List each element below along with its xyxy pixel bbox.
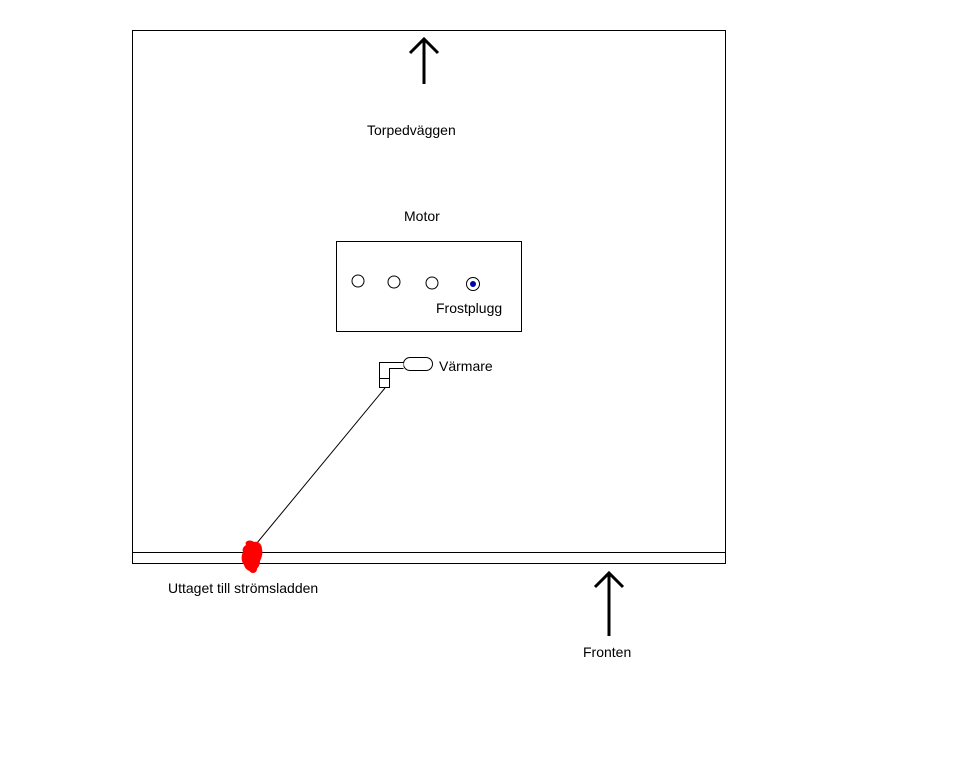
front-label: Fronten [583, 644, 632, 660]
freeze-plug-2 [387, 275, 401, 289]
firewall-label: Torpedväggen [367, 122, 456, 138]
freeze-plug-3 [425, 276, 439, 290]
freeze-plug-marker [470, 281, 476, 287]
engine-label: Motor [404, 208, 440, 224]
power-cord [251, 387, 386, 550]
engine-bay-outline [132, 30, 726, 564]
freeze-plug-label: Frostplugg [436, 300, 503, 316]
freeze-plug-1 [351, 274, 365, 288]
firewall-arrow-icon [408, 36, 440, 84]
front-arrow-icon [593, 570, 625, 636]
freeze-plug-active [466, 277, 480, 291]
heater-icon [379, 357, 433, 388]
outlet-label: Uttaget till strömsladden [168, 580, 319, 596]
heater-label: Värmare [439, 358, 493, 374]
outlet-blob-icon [241, 540, 263, 573]
